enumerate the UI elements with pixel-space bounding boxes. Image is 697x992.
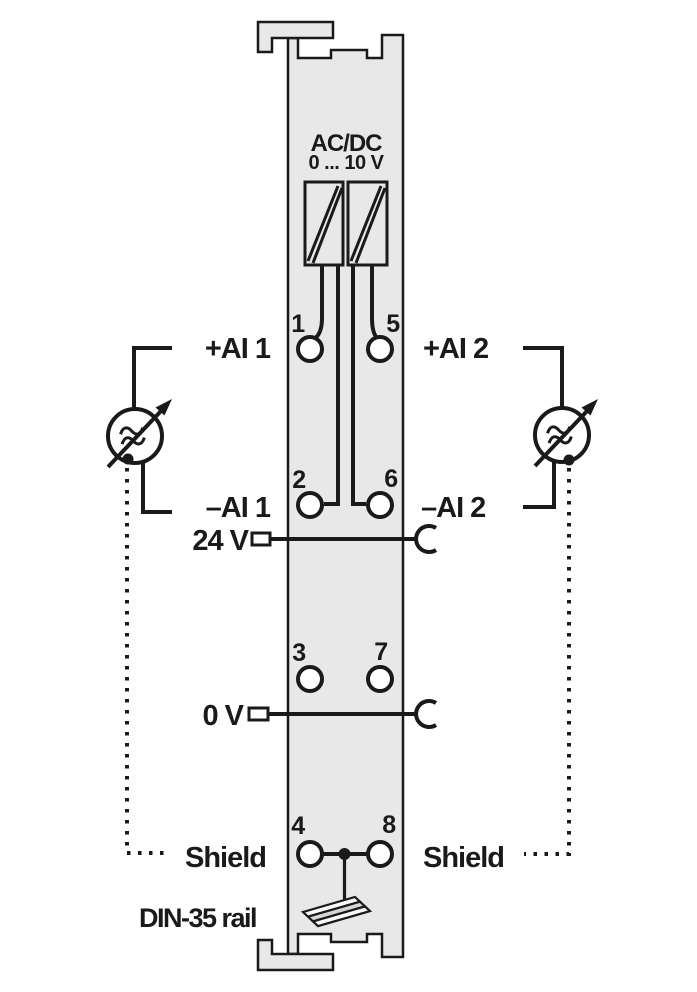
din-rail-3d-icon bbox=[300, 895, 373, 928]
adjust-arrow-right bbox=[533, 408, 590, 468]
terminal-number-4: 4 bbox=[291, 812, 305, 840]
label-0v: 0 V bbox=[202, 700, 244, 732]
label-din-rail: DIN-35 rail bbox=[139, 903, 256, 933]
terminal-number-7: 7 bbox=[374, 638, 387, 666]
converter-range-label: 0 ... 10 V bbox=[308, 152, 384, 174]
terminal-number-2: 2 bbox=[292, 466, 305, 494]
converter-box-2-diagonal-icon bbox=[349, 185, 387, 264]
wire-source-left-bottom bbox=[141, 462, 172, 514]
terminal-circle-7 bbox=[366, 665, 394, 693]
shield-dotted-left bbox=[125, 468, 166, 855]
adjust-arrowhead-right bbox=[581, 399, 598, 416]
shield-junction-dot-left bbox=[122, 453, 134, 465]
jumper-24v-socket-icon bbox=[414, 524, 438, 554]
terminal-circle-3 bbox=[296, 665, 324, 693]
wire-source-right-bottom bbox=[523, 461, 556, 509]
terminal-circle-6 bbox=[366, 491, 394, 519]
converter-box-2 bbox=[346, 180, 389, 267]
terminal-circles bbox=[296, 335, 394, 868]
terminal-circle-5 bbox=[366, 335, 394, 363]
jumper-24v-plug-icon bbox=[250, 531, 272, 547]
converter-type-label: AC/DC bbox=[311, 130, 383, 157]
converter-box-1-diagonal-icon bbox=[306, 185, 344, 264]
terminal-circle-2 bbox=[296, 491, 324, 519]
label-plus-ai1: +AI 1 bbox=[205, 333, 271, 365]
label-plus-ai2: +AI 2 bbox=[423, 333, 488, 365]
label-minus-ai1: –AI 1 bbox=[206, 492, 271, 524]
label-minus-ai2: –AI 2 bbox=[421, 492, 485, 524]
signal-source-left bbox=[106, 346, 172, 855]
terminal-number-1: 1 bbox=[291, 310, 305, 338]
terminal-circle-8 bbox=[366, 840, 394, 868]
jumper-0v-plug-icon bbox=[247, 706, 270, 722]
wire-source-right-top bbox=[523, 346, 564, 408]
adjust-arrow-left bbox=[106, 409, 163, 469]
wire-box1-to-terminal2 bbox=[324, 265, 340, 506]
terminal-number-5: 5 bbox=[386, 310, 400, 338]
terminal-circle-1 bbox=[296, 335, 324, 363]
shield-dotted-right bbox=[524, 468, 571, 856]
terminal-circle-4 bbox=[296, 840, 324, 868]
jumper-0v-socket-icon bbox=[414, 699, 438, 729]
terminal-number-6: 6 bbox=[384, 465, 397, 493]
adjust-arrowhead-left bbox=[155, 399, 172, 416]
label-shield-right: Shield bbox=[423, 842, 504, 874]
shield-junction-dot-right bbox=[563, 454, 575, 466]
shield-link-junction-dot bbox=[338, 848, 351, 860]
label-24v: 24 V bbox=[192, 525, 249, 557]
terminal-number-3: 3 bbox=[292, 639, 305, 667]
module-bottom-clip bbox=[256, 938, 335, 972]
signal-source-right bbox=[523, 346, 598, 856]
terminal-number-8: 8 bbox=[382, 811, 396, 839]
label-shield-left: Shield bbox=[185, 842, 266, 874]
module-top-clip bbox=[256, 20, 335, 54]
wire-box2-to-terminal6 bbox=[351, 265, 366, 506]
wire-source-left-top bbox=[132, 346, 172, 409]
